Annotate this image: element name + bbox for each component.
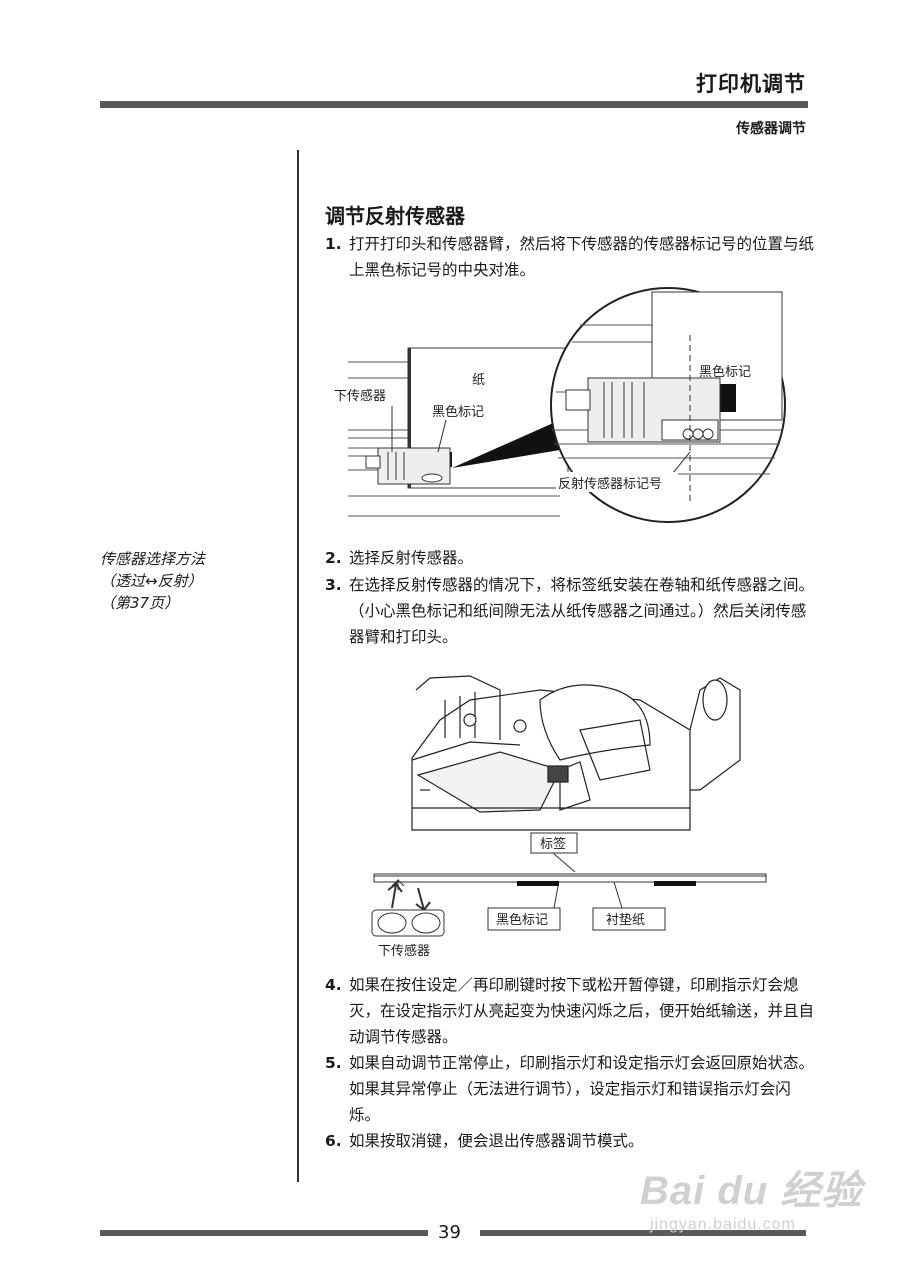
side-note-line: （透过↔反射） bbox=[100, 572, 203, 590]
side-note: 传感器选择方法 （透过↔反射） （第37页） bbox=[100, 548, 205, 614]
label-reflective-mark: 反射传感器标记号 bbox=[558, 476, 662, 492]
label-label: 标签 bbox=[540, 836, 566, 852]
section-heading: 调节反射传感器 bbox=[325, 204, 465, 228]
black-mark-1 bbox=[517, 881, 559, 886]
step-text: 选择反射传感器。 bbox=[349, 549, 474, 567]
step-text: 如果自动调节正常停止，印刷指示灯和设定指示灯会返回原始状态。如果其异常停止（无法… bbox=[349, 1054, 815, 1124]
label-paper: 纸 bbox=[472, 373, 485, 388]
figure-sensor-alignment: 纸 下传感器 黑色标记 黑色标记 反射传感器标记号 bbox=[334, 287, 786, 523]
footer-rule-left bbox=[100, 1230, 428, 1236]
side-note-line: 传感器选择方法 bbox=[100, 550, 206, 568]
label-lower-sensor-strip: 下传感器 bbox=[378, 943, 430, 959]
step-3: 3. 在选择反射传感器的情况下，将标签纸安装在卷轴和纸传感器之间。（小心黑色标记… bbox=[325, 572, 815, 650]
side-note-line: （第37页） bbox=[100, 594, 180, 612]
step-number: 1. bbox=[325, 235, 342, 253]
step-1: 1. 打开打印头和传感器臂，然后将下传感器的传感器标记号的位置与纸上黑色标记号的… bbox=[325, 231, 815, 283]
step-number: 2. bbox=[325, 549, 342, 567]
step-text: 如果按取消键，便会退出传感器调节模式。 bbox=[349, 1132, 644, 1150]
chapter-title: 打印机调节 bbox=[696, 72, 806, 96]
step-6: 6. 如果按取消键，便会退出传感器调节模式。 bbox=[325, 1128, 815, 1154]
label-black-mark: 黑色标记 bbox=[432, 404, 484, 420]
label-black-mark-strip: 黑色标记 bbox=[496, 912, 548, 928]
label-lower-sensor: 下传感器 bbox=[334, 388, 386, 404]
page-number: 39 bbox=[438, 1222, 461, 1243]
figure-label-strip: 标签 黑色标记 衬垫纸 下传感器 bbox=[371, 832, 767, 959]
section-label: 传感器调节 bbox=[736, 121, 806, 137]
step-text: 在选择反射传感器的情况下，将标签纸安装在卷轴和纸传感器之间。（小心黑色标记和纸间… bbox=[349, 576, 815, 646]
step-number: 4. bbox=[325, 976, 342, 994]
figure-printer bbox=[411, 675, 741, 831]
watermark-main: Bai du 经验 bbox=[640, 1169, 863, 1213]
black-mark-2 bbox=[654, 881, 696, 886]
step-number: 3. bbox=[325, 576, 342, 594]
step-number: 6. bbox=[325, 1132, 342, 1150]
step-number: 5. bbox=[325, 1054, 342, 1072]
baidu-watermark: Bai du 经验 jingyan.baidu.com bbox=[640, 1158, 862, 1234]
step-text: 打开打印头和传感器臂，然后将下传感器的传感器标记号的位置与纸上黑色标记号的中央对… bbox=[349, 235, 815, 279]
label-liner: 衬垫纸 bbox=[606, 912, 645, 928]
footer-rule-right bbox=[480, 1230, 806, 1236]
watermark-sub: jingyan.baidu.com bbox=[650, 1216, 796, 1233]
step-5: 5. 如果自动调节正常停止，印刷指示灯和设定指示灯会返回原始状态。如果其异常停止… bbox=[325, 1050, 815, 1128]
column-divider bbox=[297, 150, 299, 1182]
step-text: 如果在按住设定／再印刷键时按下或松开暂停键，印刷指示灯会熄灭，在设定指示灯从亮起… bbox=[349, 976, 815, 1046]
step-4: 4. 如果在按住设定／再印刷键时按下或松开暂停键，印刷指示灯会熄灭，在设定指示灯… bbox=[325, 972, 815, 1050]
label-black-mark-zoom: 黑色标记 bbox=[699, 364, 751, 380]
step-2: 2. 选择反射传感器。 bbox=[325, 545, 815, 571]
header-rule bbox=[100, 101, 808, 108]
